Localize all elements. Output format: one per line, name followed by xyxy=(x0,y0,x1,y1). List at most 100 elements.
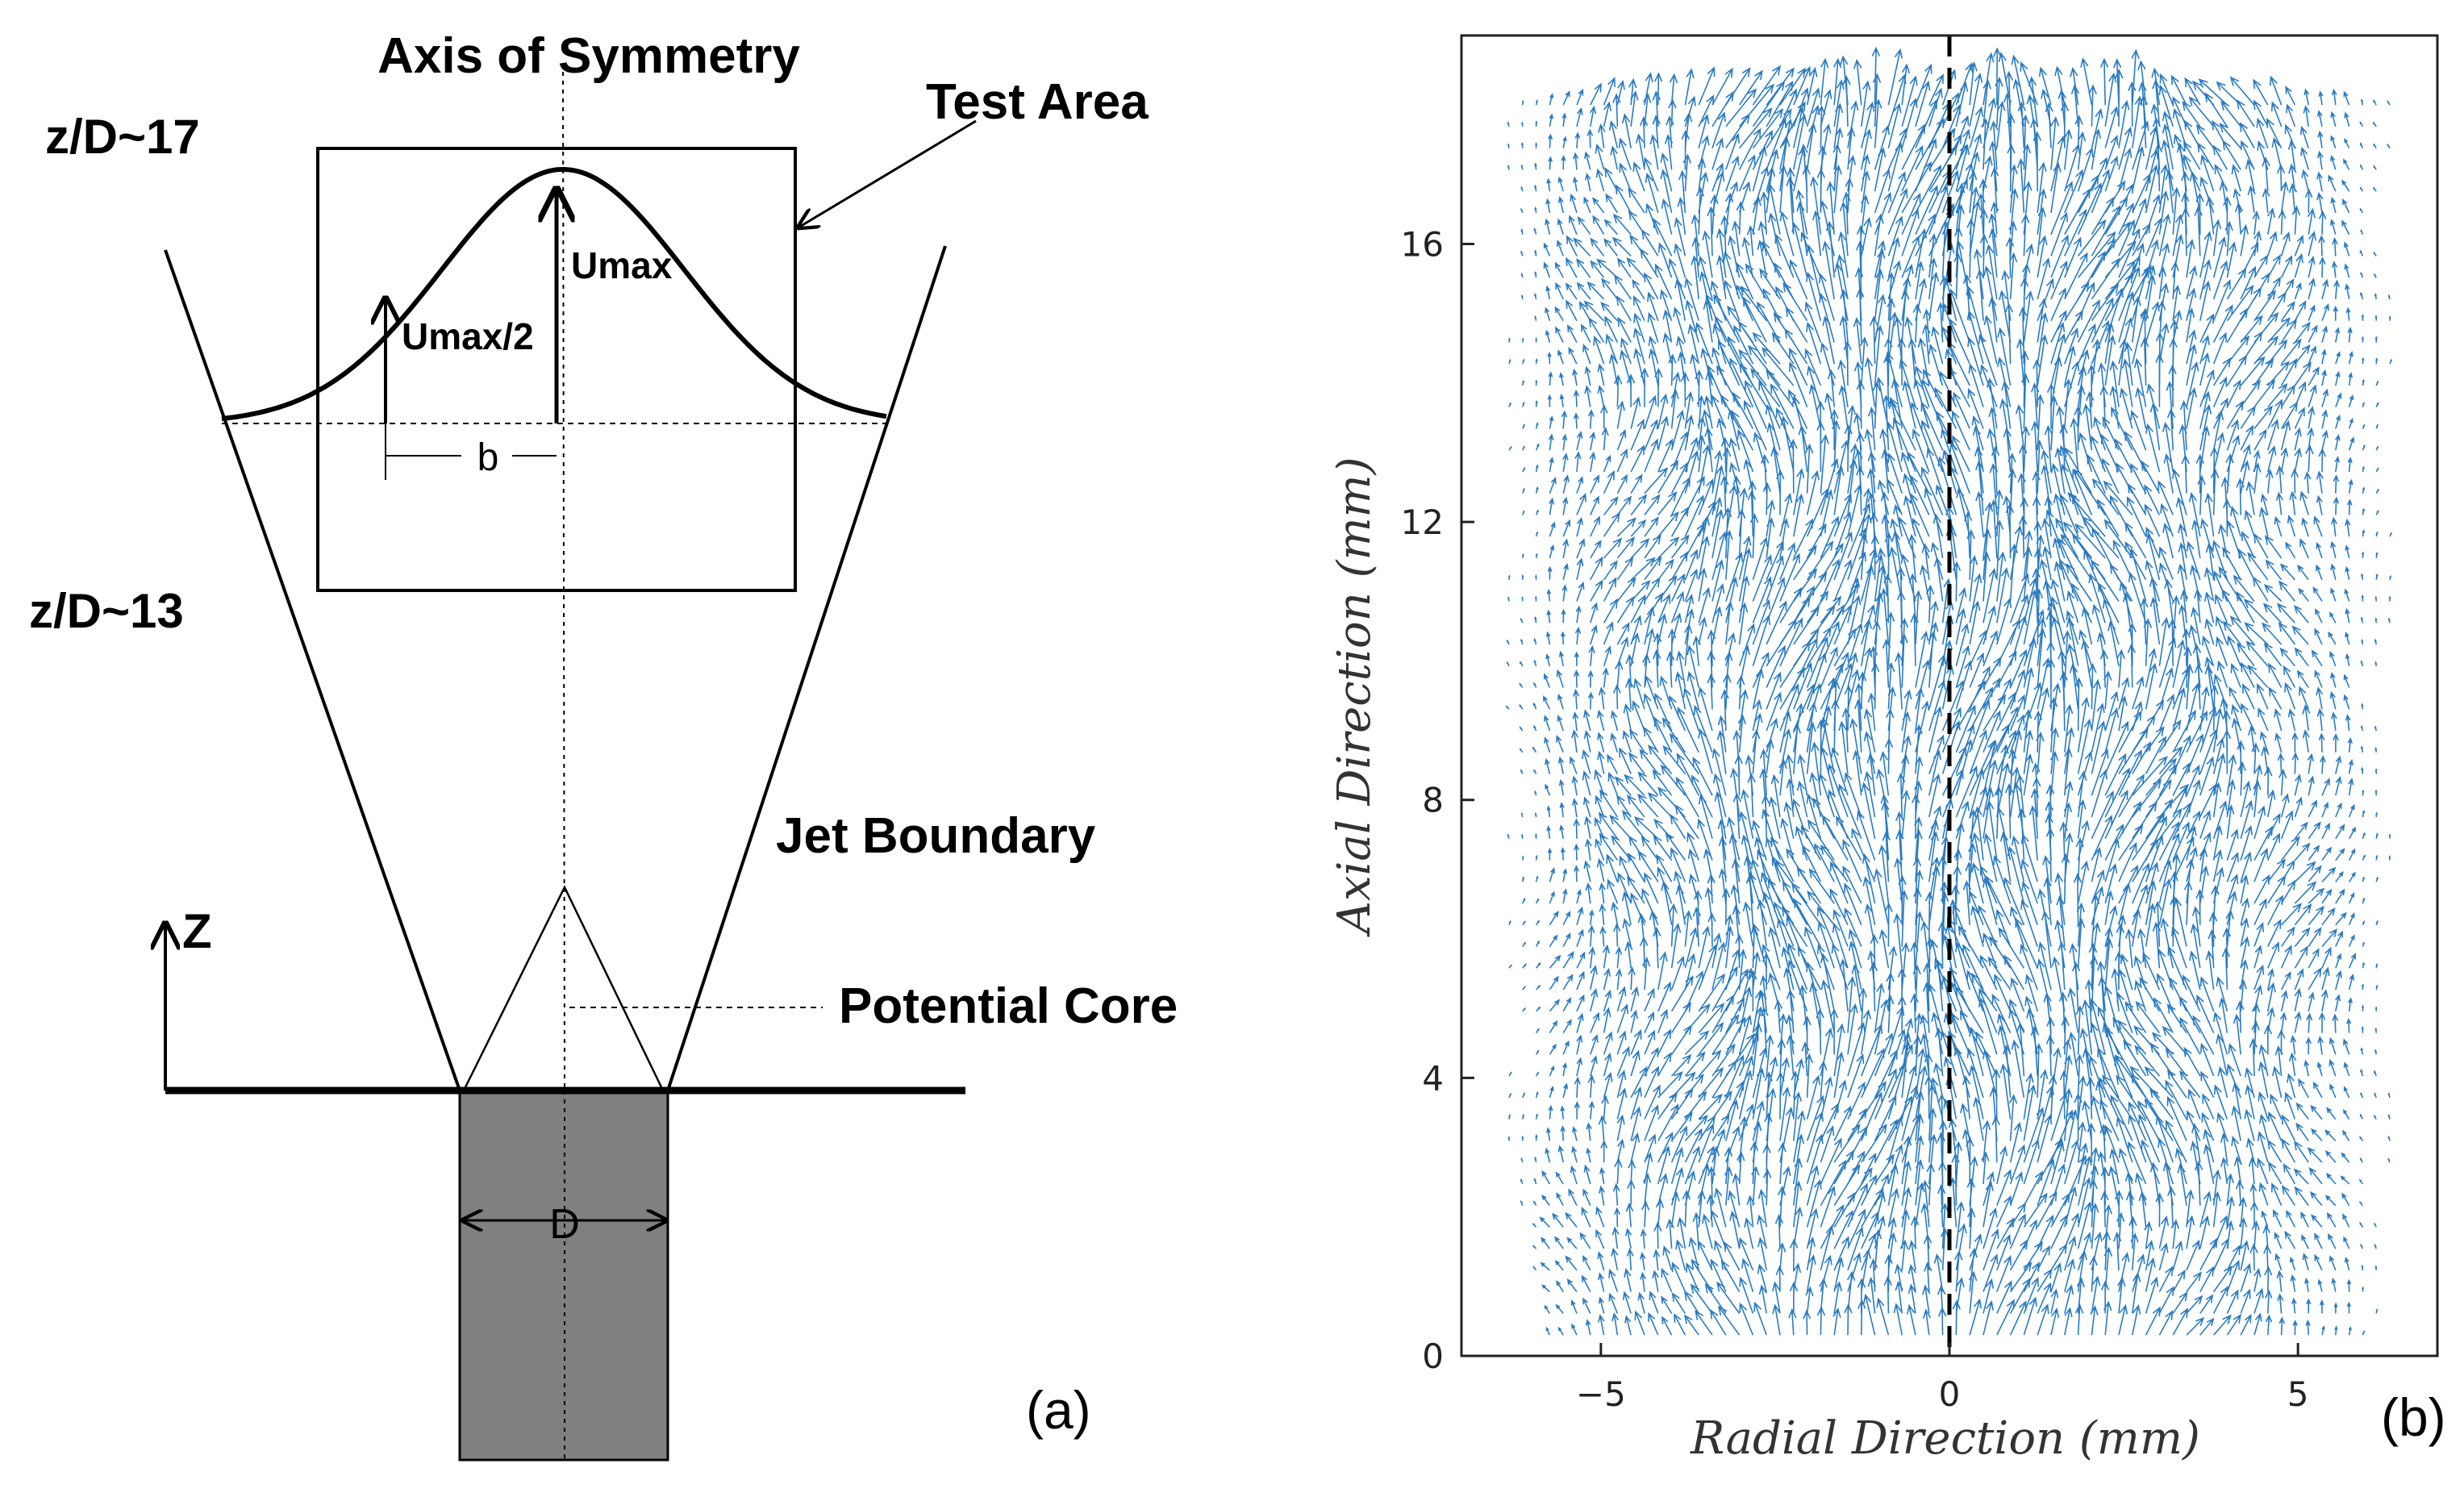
velocity-vector xyxy=(1573,412,1579,429)
velocity-vector xyxy=(1955,240,1970,300)
velocity-vector xyxy=(2240,917,2249,947)
velocity-vector xyxy=(1806,1095,1824,1141)
velocity-vector xyxy=(1806,1133,1824,1185)
velocity-vector xyxy=(1636,133,1645,170)
velocity-vector xyxy=(2046,600,2056,645)
velocity-vector xyxy=(2264,535,2283,559)
velocity-vector xyxy=(1779,67,1807,106)
velocity-vector xyxy=(2329,611,2337,623)
velocity-vector xyxy=(1610,732,1619,753)
velocity-vector xyxy=(1806,1074,1821,1120)
velocity-vector xyxy=(1590,624,1598,645)
velocity-vector xyxy=(2267,789,2276,818)
velocity-vector xyxy=(1817,920,1835,969)
velocity-vector xyxy=(1520,1199,1524,1206)
velocity-vector xyxy=(1613,923,1621,947)
velocity-vector xyxy=(1766,1087,1777,1141)
velocity-vector xyxy=(2240,265,2256,300)
velocity-vector xyxy=(2037,628,2047,688)
velocity-vector xyxy=(1629,728,1645,753)
velocity-vector xyxy=(1786,1034,1795,1077)
velocity-vector xyxy=(1657,393,1669,429)
velocity-vector xyxy=(2215,594,2228,623)
velocity-vector xyxy=(1549,1020,1558,1034)
velocity-vector xyxy=(2247,185,2256,214)
velocity-vector xyxy=(1806,961,1822,1012)
velocity-vector xyxy=(1675,1239,1686,1271)
velocity-vector xyxy=(2345,632,2350,645)
velocity-vector xyxy=(2172,107,2187,148)
velocity-vector xyxy=(1806,487,1828,537)
velocity-vector xyxy=(1861,153,1870,192)
velocity-vector xyxy=(1862,876,1876,925)
velocity-vector xyxy=(1799,143,1808,192)
velocity-vector xyxy=(1752,108,1784,149)
velocity-vector xyxy=(1955,765,1978,818)
velocity-vector xyxy=(1783,966,1795,1011)
velocity-vector xyxy=(1753,1301,1767,1336)
velocity-vector xyxy=(2231,1136,2241,1163)
velocity-vector xyxy=(2360,724,2364,732)
velocity-vector xyxy=(2158,745,2183,775)
velocity-vector xyxy=(1955,61,1974,106)
velocity-vector xyxy=(1585,882,1592,904)
velocity-vector xyxy=(1820,1125,1835,1163)
velocity-vector xyxy=(1653,716,1673,753)
velocity-vector xyxy=(2021,425,2030,473)
velocity-vector xyxy=(2199,832,2212,861)
velocity-vector xyxy=(1887,48,1903,106)
velocity-vector xyxy=(1982,551,1991,602)
velocity-vector xyxy=(1711,559,1724,602)
velocity-vector xyxy=(2186,846,2198,882)
velocity-vector xyxy=(1869,961,1878,1011)
velocity-vector xyxy=(1861,80,1871,127)
velocity-vector xyxy=(2226,753,2237,796)
velocity-vector xyxy=(1545,198,1551,214)
velocity-vector xyxy=(1695,322,1713,365)
velocity-vector xyxy=(2037,888,2052,947)
velocity-vector xyxy=(2186,1271,2202,1293)
velocity-vector xyxy=(2038,66,2052,106)
velocity-vector xyxy=(2046,1016,2055,1055)
velocity-vector xyxy=(1587,924,1595,947)
velocity-vector xyxy=(1899,358,1916,407)
velocity-vector xyxy=(1562,519,1571,537)
velocity-vector xyxy=(1833,1281,1843,1314)
velocity-vector xyxy=(2316,541,2323,559)
velocity-vector xyxy=(2362,832,2366,840)
velocity-vector xyxy=(2251,1220,2260,1249)
velocity-vector xyxy=(1778,758,1787,796)
velocity-vector xyxy=(1920,466,1944,515)
velocity-vector xyxy=(1752,145,1767,192)
velocity-vector xyxy=(2388,855,2391,861)
velocity-vector xyxy=(1691,236,1700,278)
velocity-vector xyxy=(2158,1242,2169,1271)
velocity-vector xyxy=(1730,884,1741,925)
velocity-vector xyxy=(1893,912,1903,969)
velocity-vector xyxy=(1522,423,1525,429)
velocity-vector xyxy=(2199,1266,2215,1292)
velocity-vector xyxy=(1581,323,1591,343)
velocity-vector xyxy=(2172,96,2187,127)
velocity-vector xyxy=(1540,1262,1550,1271)
velocity-vector xyxy=(1561,112,1567,127)
velocity-vector xyxy=(1703,848,1713,882)
velocity-vector xyxy=(2003,954,2025,990)
velocity-vector xyxy=(1772,1303,1781,1336)
velocity-vector xyxy=(1969,186,1979,235)
velocity-vector xyxy=(2374,315,2378,321)
velocity-vector xyxy=(2041,464,2052,515)
velocity-vector xyxy=(2236,999,2245,1033)
velocity-vector xyxy=(1874,124,1891,170)
velocity-vector xyxy=(1949,318,1970,365)
velocity-vector xyxy=(1657,1008,1668,1033)
velocity-vector xyxy=(1770,383,1795,429)
velocity-vector xyxy=(2374,293,2377,300)
velocity-vector xyxy=(2348,974,2355,990)
velocity-vector xyxy=(2262,1224,2271,1249)
velocity-vector xyxy=(2037,1069,2049,1120)
velocity-vector xyxy=(1847,100,1859,148)
velocity-vector xyxy=(2182,101,2201,127)
velocity-vector xyxy=(1901,192,1921,236)
velocity-vector xyxy=(1556,735,1564,753)
